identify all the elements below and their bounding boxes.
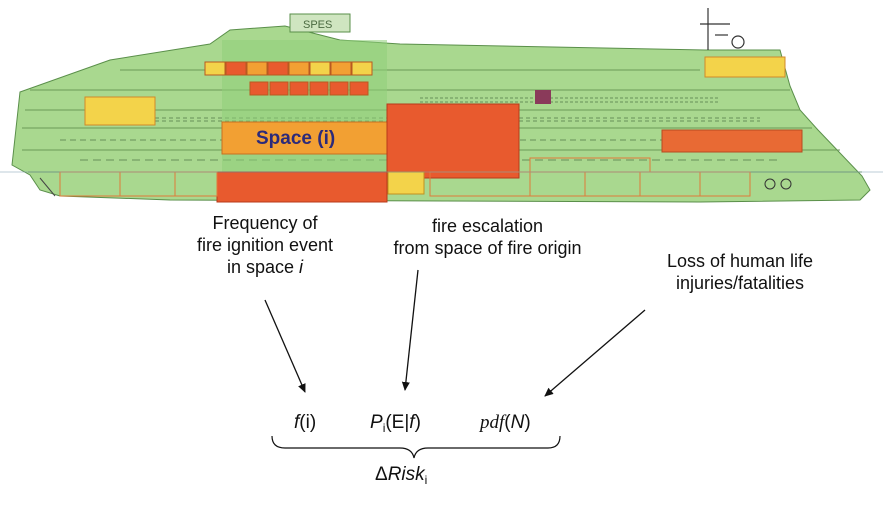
term-frequency-func: f [294, 412, 300, 433]
term-escalation-var: f [409, 412, 415, 433]
mast [700, 8, 745, 50]
ship-profile: SPES [0, 8, 883, 203]
term-escalation-close: ) [414, 412, 421, 433]
purple-cell [535, 90, 551, 104]
arrow-escalation [401, 269, 419, 391]
term-frequency-arg: (i) [299, 412, 317, 433]
delta-risk: ΔRiski [375, 464, 427, 487]
frequency-line-1: Frequency of [212, 213, 318, 233]
space-i-room [221, 121, 388, 155]
term-loss-close: ) [524, 412, 531, 433]
escalation-line-2: from space of fire origin [393, 238, 582, 258]
funnel [289, 13, 351, 33]
frequency-label: Frequency of fire ignition event in spac… [170, 212, 360, 278]
term-loss-var: N [510, 412, 525, 433]
bow-detail-1 [764, 178, 776, 190]
term-escalation-p: P [370, 412, 383, 433]
frequency-line-3-prefix: in space [226, 257, 300, 277]
loss-label: Loss of human life injuries/fatalities [630, 250, 850, 294]
term-escalation: Pi(E|f) [370, 412, 421, 435]
term-escalation-sub: i [382, 421, 386, 435]
frequency-line-3-var: i [299, 257, 304, 277]
loss-line-2: injuries/fatalities [675, 273, 805, 293]
delta-risk-name: Risk [387, 464, 425, 485]
space-i-label: Space (i) [256, 128, 336, 149]
arrow-loss [544, 309, 646, 397]
term-frequency: f(i) [294, 412, 316, 434]
lower-red-block [216, 171, 388, 203]
arrow-frequency [264, 299, 306, 393]
yellow-block-left [84, 96, 156, 126]
bow-detail-2 [780, 178, 792, 190]
yellow-block-right [704, 56, 786, 78]
term-loss-open: ( [504, 412, 511, 433]
loss-line-1: Loss of human life [666, 251, 814, 271]
red-block-right [661, 129, 803, 153]
delta-risk-delta: Δ [375, 464, 388, 485]
term-loss: pdf(N) [480, 412, 531, 434]
funnel-text: SPES [303, 19, 332, 31]
underbrace [271, 435, 561, 459]
escalation-block [386, 103, 520, 179]
term-escalation-open: (E| [385, 412, 410, 433]
escalation-label: fire escalation from space of fire origi… [355, 215, 620, 259]
frequency-line-3: in space i [170, 256, 360, 278]
frequency-line-2: fire ignition event [196, 235, 334, 255]
stern-detail [39, 177, 56, 197]
top-cabins [204, 61, 373, 96]
delta-risk-sub: i [424, 473, 428, 487]
escalation-line-1: fire escalation [431, 216, 544, 236]
term-loss-func: pdf [480, 412, 505, 433]
